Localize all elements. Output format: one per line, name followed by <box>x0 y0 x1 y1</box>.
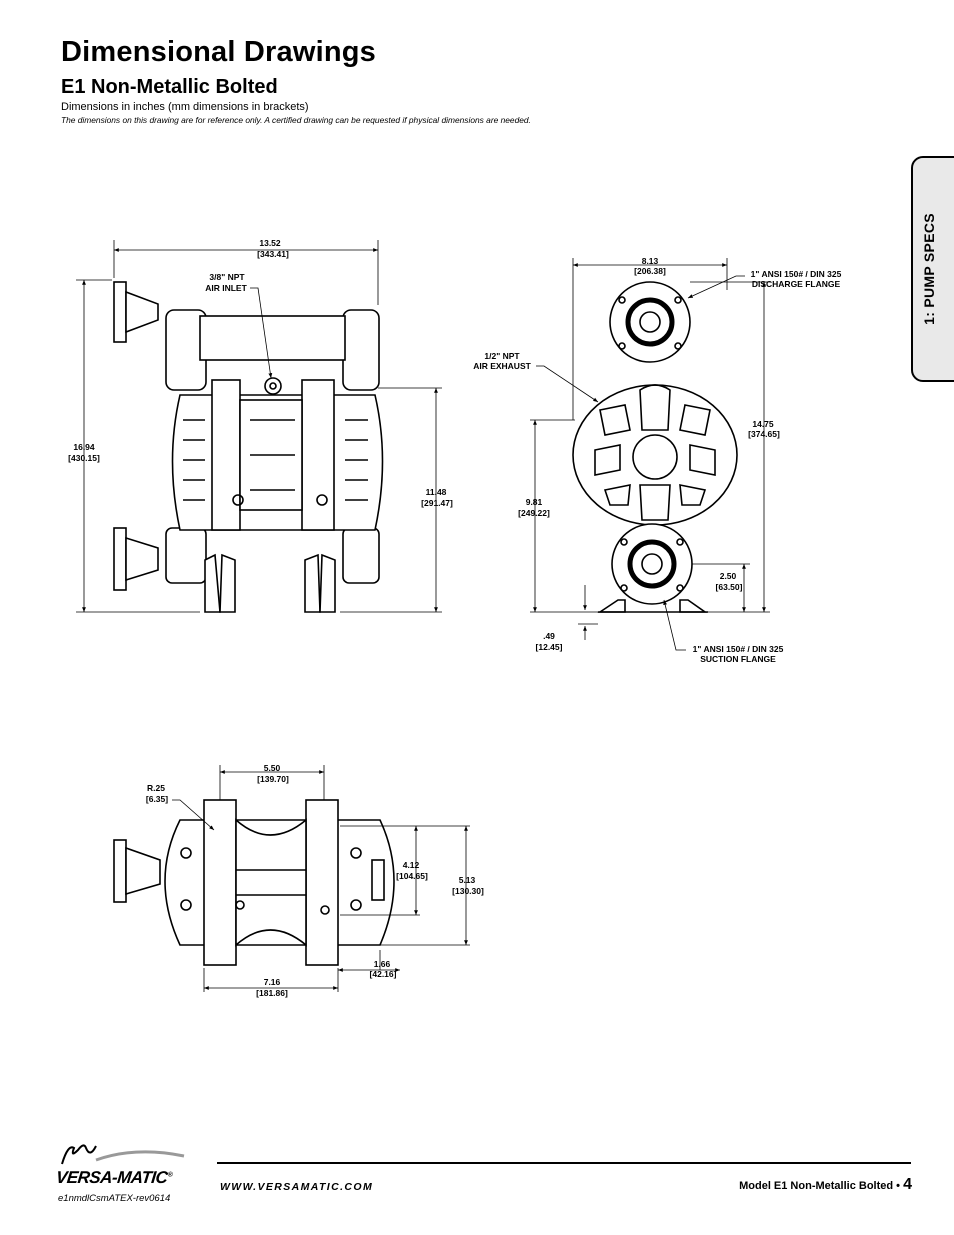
top-base-mm: [181.86] <box>256 988 288 998</box>
side-height-mm: [374.65] <box>748 429 780 439</box>
side-width-mm: [206.38] <box>634 266 666 276</box>
brand-name: VERSA-MATIC <box>55 1168 169 1187</box>
top-base-in: 7.16 <box>264 977 281 987</box>
front-view <box>113 281 384 613</box>
radius-in: R.25 <box>147 783 165 793</box>
top-span-in: 5.50 <box>264 763 281 773</box>
top-view <box>113 799 395 966</box>
front-height-in: 16.94 <box>73 442 95 452</box>
suction-height-mm: [63.50] <box>716 582 743 592</box>
footer-separator: • <box>896 1180 901 1192</box>
side-view <box>572 281 738 613</box>
top-inner-mm: [104.65] <box>396 871 428 881</box>
top-outer-mm: [130.30] <box>452 886 484 896</box>
base-thickness-in: .49 <box>543 631 555 641</box>
air-inlet-label: AIR INLET <box>205 283 247 293</box>
front-center-in: 11.48 <box>426 487 447 497</box>
air-exhaust-label: AIR EXHAUST <box>473 361 531 371</box>
document-code: e1nmdlCsmATEX-rev0614 <box>58 1193 171 1204</box>
brand-logo: VERSA-MATIC® <box>55 1140 216 1200</box>
top-offset-mm: [42.16] <box>370 969 397 979</box>
page-number: 4 <box>903 1176 912 1193</box>
exhaust-height-in: 9.81 <box>526 497 543 507</box>
top-inner-in: 4.12 <box>403 860 420 870</box>
air-inlet-size-label: 3/8" NPT <box>209 272 245 282</box>
base-thickness-mm: [12.45] <box>536 642 563 652</box>
reference-note: The dimensions on this drawing are for r… <box>61 115 531 125</box>
exhaust-height-mm: [249.22] <box>518 508 550 518</box>
units-note: Dimensions in inches (mm dimensions in b… <box>61 101 309 113</box>
website-link[interactable]: WWW.VERSAMATIC.COM <box>220 1181 374 1193</box>
section-tab[interactable]: 1: PUMP SPECS <box>911 156 954 382</box>
suction-height-in: 2.50 <box>720 571 737 581</box>
suction-flange-label: SUCTION FLANGE <box>700 654 776 664</box>
footer-model: Model E1 Non-Metallic Bolted • 4 <box>739 1176 912 1194</box>
air-exhaust-size-label: 1/2" NPT <box>484 351 520 361</box>
discharge-flange-size-label: 1" ANSI 150# / DIN 325 <box>751 269 842 279</box>
top-span-mm: [139.70] <box>257 774 289 784</box>
front-width-mm: [343.41] <box>257 249 289 259</box>
top-offset-in: 1.66 <box>374 959 391 969</box>
model-name: Model E1 Non-Metallic Bolted <box>739 1180 894 1192</box>
discharge-flange-label: DISCHARGE FLANGE <box>752 279 841 289</box>
page-subtitle: E1 Non-Metallic Bolted <box>61 76 278 98</box>
dimensional-drawing: 13.52 [343.41] 16.94 [430.15] 11.48 [291… <box>68 238 842 998</box>
top-outer-in: 5.13 <box>459 875 476 885</box>
footer-rule <box>217 1162 911 1164</box>
front-width-in: 13.52 <box>259 238 281 248</box>
radius-mm: [6.35] <box>146 794 168 804</box>
front-height-mm: [430.15] <box>68 453 100 463</box>
page-title: Dimensional Drawings <box>61 36 377 68</box>
front-center-mm: [291.47] <box>421 498 453 508</box>
suction-flange-size-label: 1" ANSI 150# / DIN 325 <box>693 644 784 654</box>
brand-swoosh-icon <box>61 1144 185 1165</box>
side-height-in: 14.75 <box>752 419 774 429</box>
brand-registered-mark: ® <box>167 1171 173 1179</box>
side-width-in: 8.13 <box>642 256 659 266</box>
